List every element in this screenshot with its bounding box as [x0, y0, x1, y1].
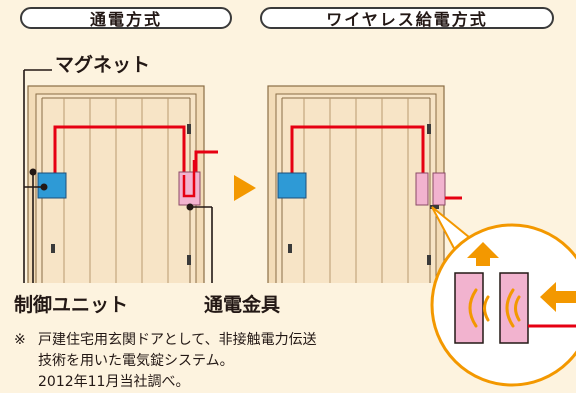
left-arrow-icon — [540, 282, 576, 312]
power-fitting-label: 通電金具 — [204, 294, 281, 316]
tab-wireless-method: ワイヤレス給電方式 — [260, 7, 554, 29]
magnet-label: マグネット — [55, 54, 151, 76]
transition-arrow-icon — [234, 175, 256, 201]
wireless-door — [267, 85, 462, 283]
note-mark: ※ — [14, 332, 26, 348]
note-line-1: 戸建住宅用玄関ドアとして、非接触電力伝送 — [38, 332, 317, 348]
up-arrow-icon — [467, 242, 499, 266]
wireless-zoom-callout — [430, 223, 576, 387]
wired-door — [23, 69, 218, 283]
note-line-2: 技術を用いた電気錠システム。 — [38, 353, 234, 369]
control-unit-label: 制御ユニット — [14, 294, 129, 316]
note-line-3: 2012年11月当社調べ。 — [38, 374, 190, 390]
tab-wired-method: 通電方式 — [20, 7, 232, 29]
